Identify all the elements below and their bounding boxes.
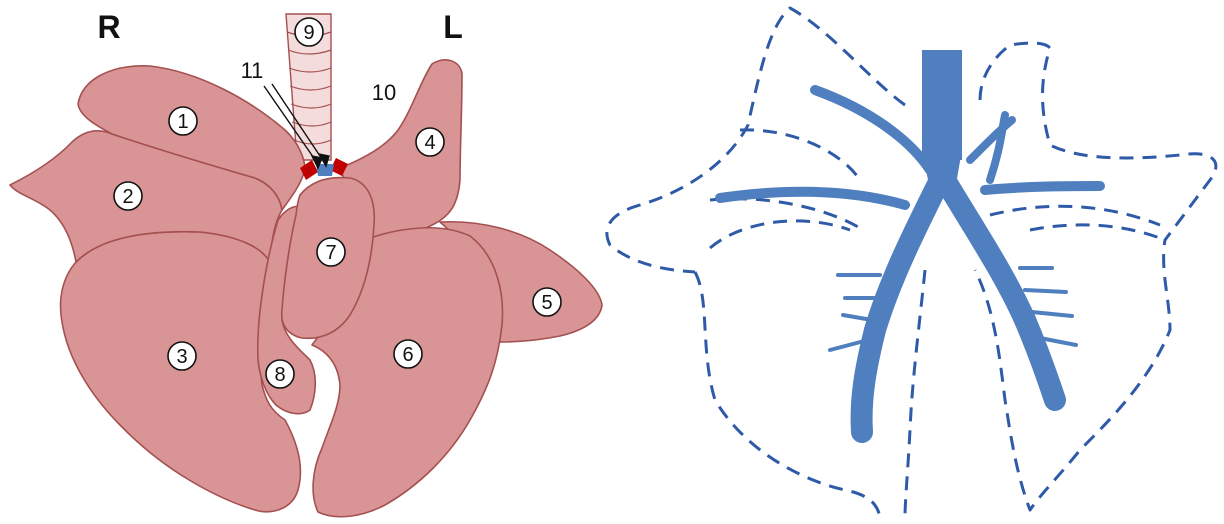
svg-text:1: 1 xyxy=(177,111,188,133)
label-11: 11 xyxy=(241,58,264,83)
svg-text:6: 6 xyxy=(402,344,413,366)
circled-number-6: 6 xyxy=(394,340,422,368)
svg-text:4: 4 xyxy=(424,132,435,154)
circled-number-7: 7 xyxy=(317,238,345,266)
bronchial-tree-diagram xyxy=(607,8,1216,518)
circled-number-8: 8 xyxy=(266,360,294,388)
svg-text:5: 5 xyxy=(541,292,552,314)
svg-text:9: 9 xyxy=(303,22,314,44)
label-10: 10 xyxy=(372,80,396,105)
lung-lobe-diagram: R L 10 11 1 2 3 4 5 6 xyxy=(10,9,602,517)
circled-number-4: 4 xyxy=(416,128,444,156)
circled-number-5: 5 xyxy=(533,288,561,316)
svg-text:2: 2 xyxy=(122,186,133,208)
circled-number-1: 1 xyxy=(169,107,197,135)
svg-text:7: 7 xyxy=(325,242,336,264)
circled-number-3: 3 xyxy=(168,342,196,370)
svg-text:3: 3 xyxy=(176,346,187,368)
circled-number-2: 2 xyxy=(114,182,142,210)
svg-text:8: 8 xyxy=(274,364,285,386)
circled-number-9: 9 xyxy=(295,18,323,46)
left-side-label: L xyxy=(443,9,463,45)
right-side-label: R xyxy=(97,9,120,45)
